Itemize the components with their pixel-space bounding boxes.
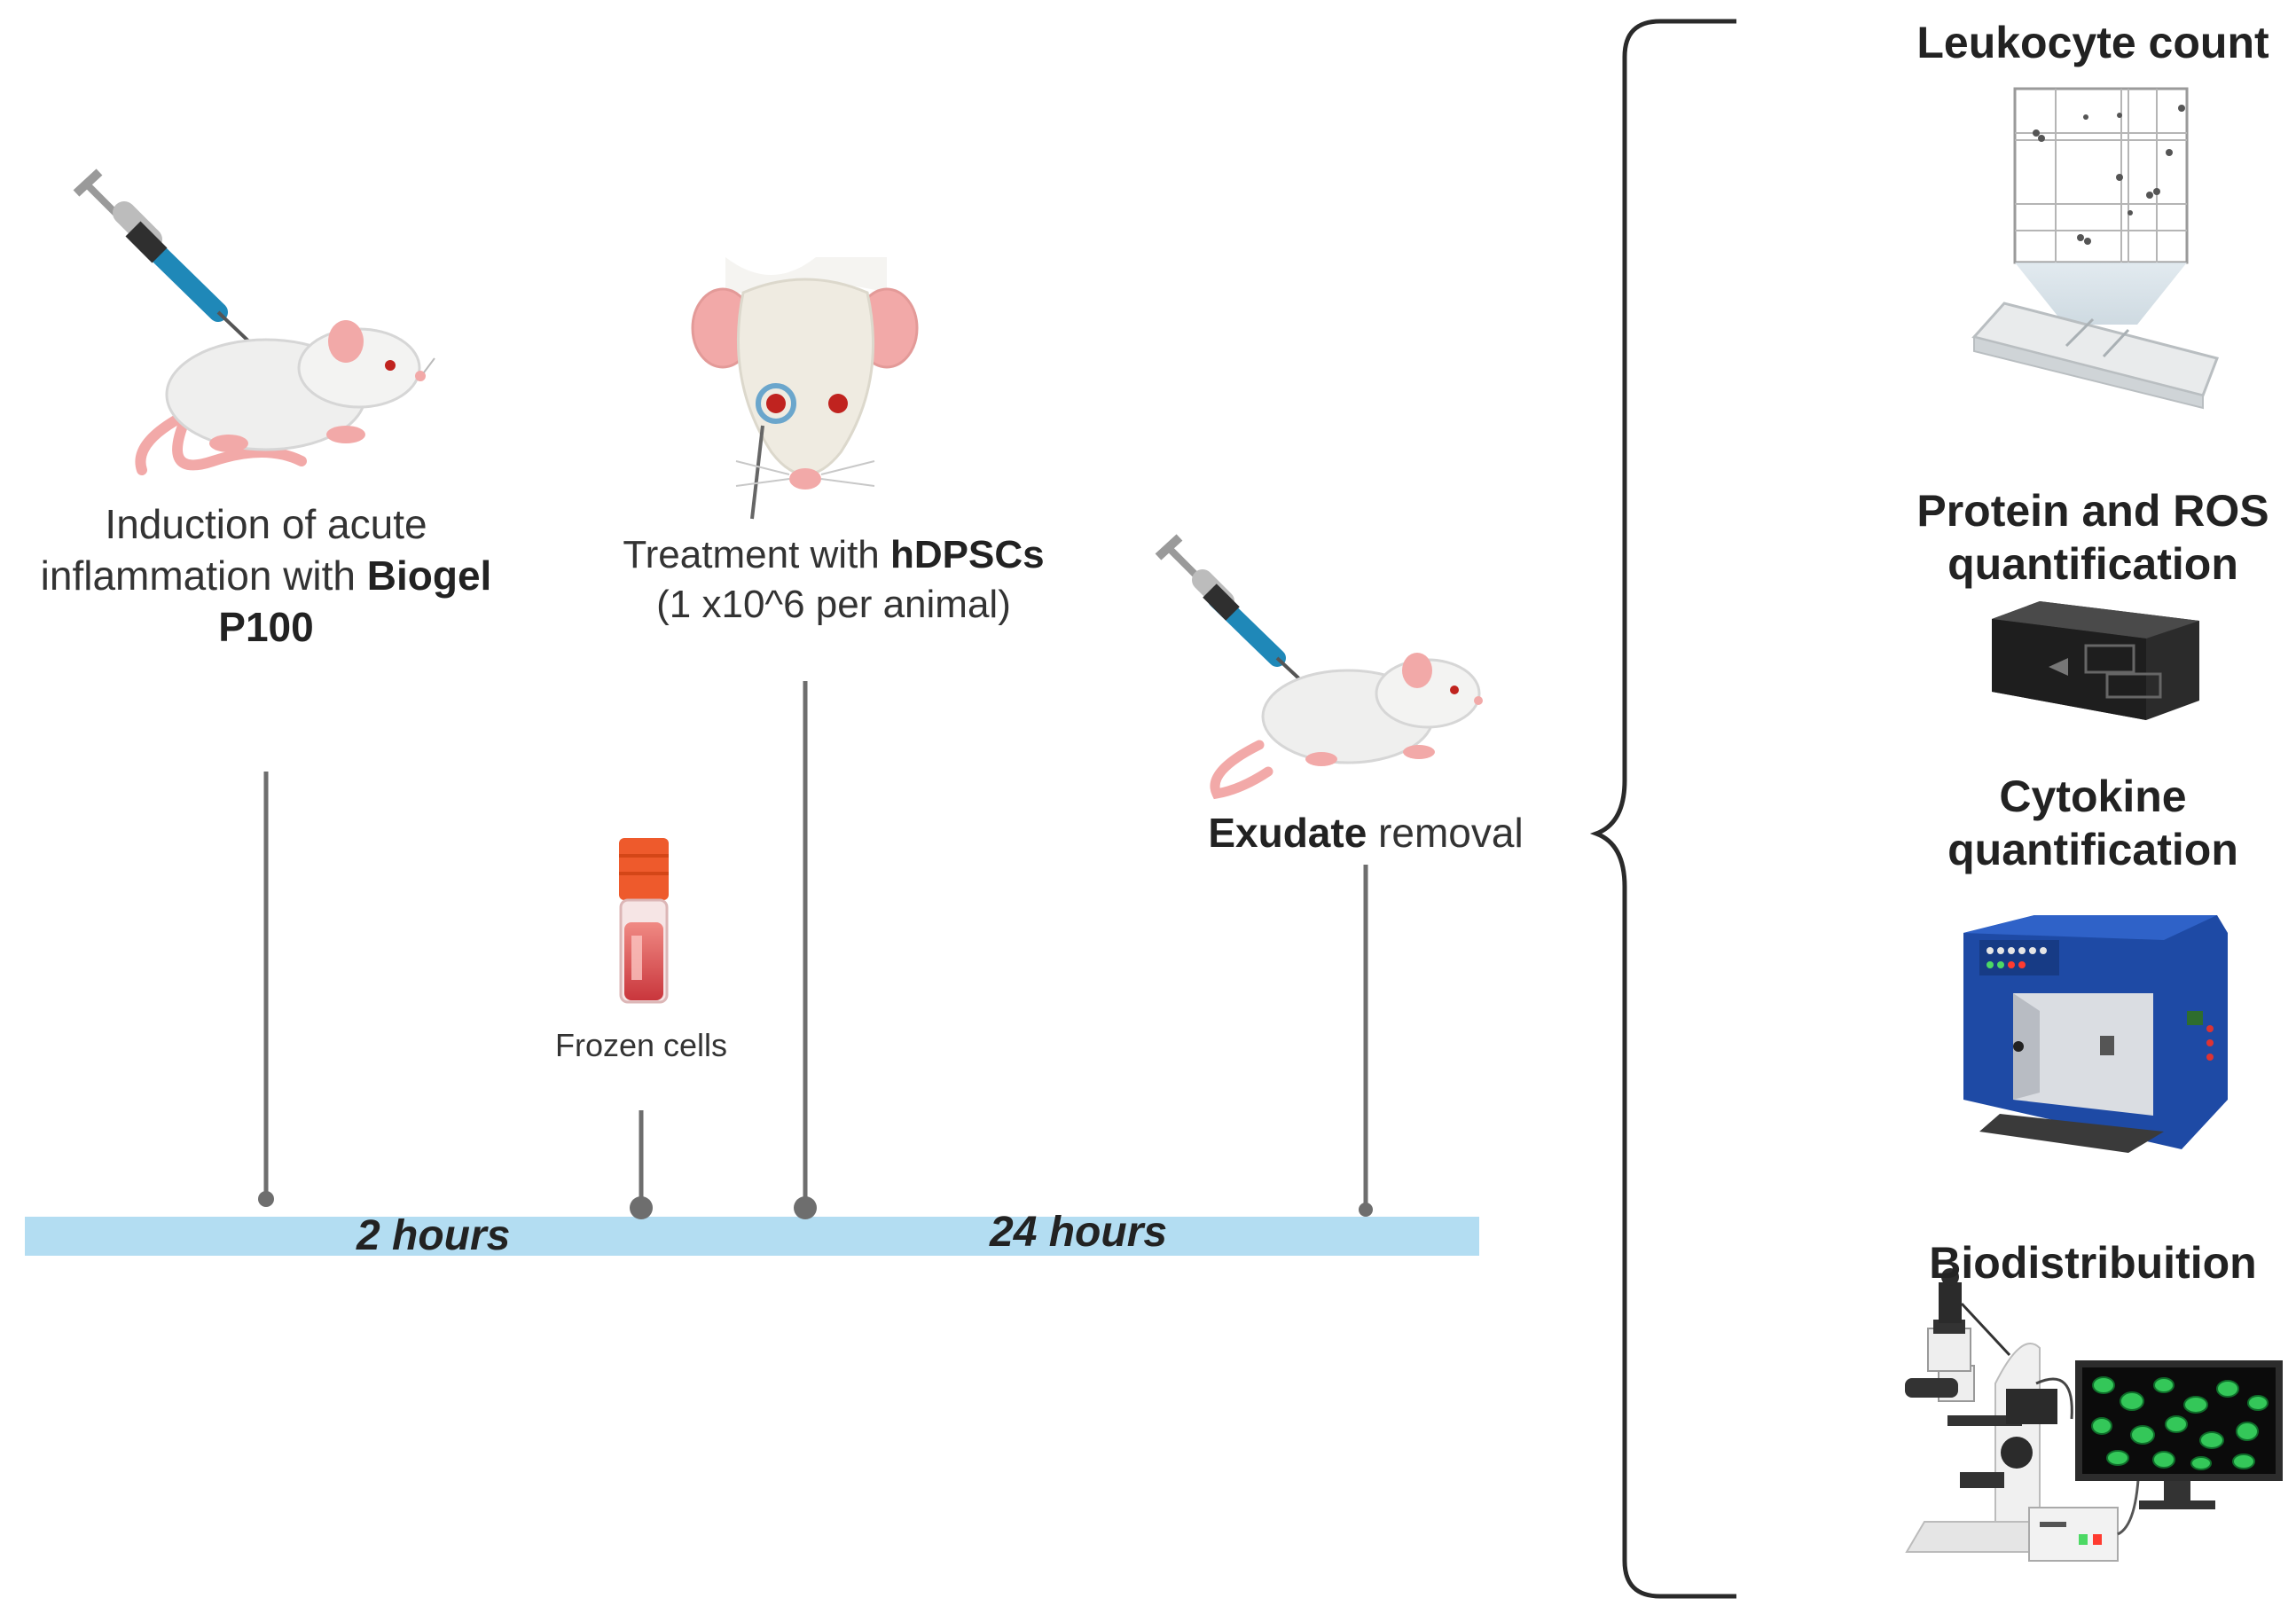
- period-24-hours: 24 hours: [990, 1209, 1168, 1256]
- syringe-icon-2: [1155, 534, 1305, 685]
- event-induction-label: Induction of acute inflammation with Bio…: [9, 498, 523, 653]
- induction-text: Induction of acute inflammation with: [40, 501, 427, 599]
- treatment-dose: (1 x10^6 per animal): [656, 583, 1011, 626]
- analysis-leukocyte-count: Leukocyte count: [1916, 18, 2269, 67]
- monitor-icon: [2075, 1360, 2283, 1509]
- analysis-protein-ros: Protein and ROS quantification: [1916, 486, 2269, 589]
- event-removal-label: Exudate removal: [1179, 807, 1552, 858]
- plate-reader-icon: [1992, 601, 2199, 720]
- event-stems: [258, 681, 1373, 1219]
- stem-dot-induction: [258, 1191, 274, 1207]
- cryo-tube-icon: [619, 838, 669, 1004]
- stem-dot-removal: [1359, 1203, 1373, 1217]
- stem-dot-treatment: [794, 1196, 817, 1219]
- analysis-brace: [1589, 19, 1736, 1599]
- treatment-bold: hDPSCs: [889, 533, 1045, 576]
- mouse-icon-2: [1210, 653, 1483, 800]
- hemocytometer-icon: [1971, 87, 2219, 410]
- microscope-icon: [1905, 1268, 2141, 1562]
- cytometer-icon: [1963, 915, 2228, 1153]
- timeline-bar: [25, 1217, 1479, 1256]
- stem-dot-frozen: [630, 1196, 653, 1219]
- analysis-cytokine: Cytokine quantification: [1947, 772, 2238, 874]
- event-treatment-label: Treatment with hDPSCs (1 x10^6 per anima…: [568, 530, 1100, 630]
- event-frozen-label: Frozen cells: [554, 1027, 728, 1063]
- syringe-icon-1: [73, 168, 257, 349]
- mouse-icon-1: [135, 320, 435, 475]
- mouse-head-icon: [691, 257, 919, 520]
- analysis-biodistribution: Biodistribuition: [1929, 1238, 2257, 1288]
- treatment-text: Treatment with: [623, 533, 890, 576]
- removal-text: removal: [1367, 810, 1524, 856]
- induction-bold: Biogel P100: [218, 552, 492, 650]
- removal-bold: Exudate: [1208, 810, 1367, 856]
- period-2-hours: 2 hours: [357, 1212, 511, 1259]
